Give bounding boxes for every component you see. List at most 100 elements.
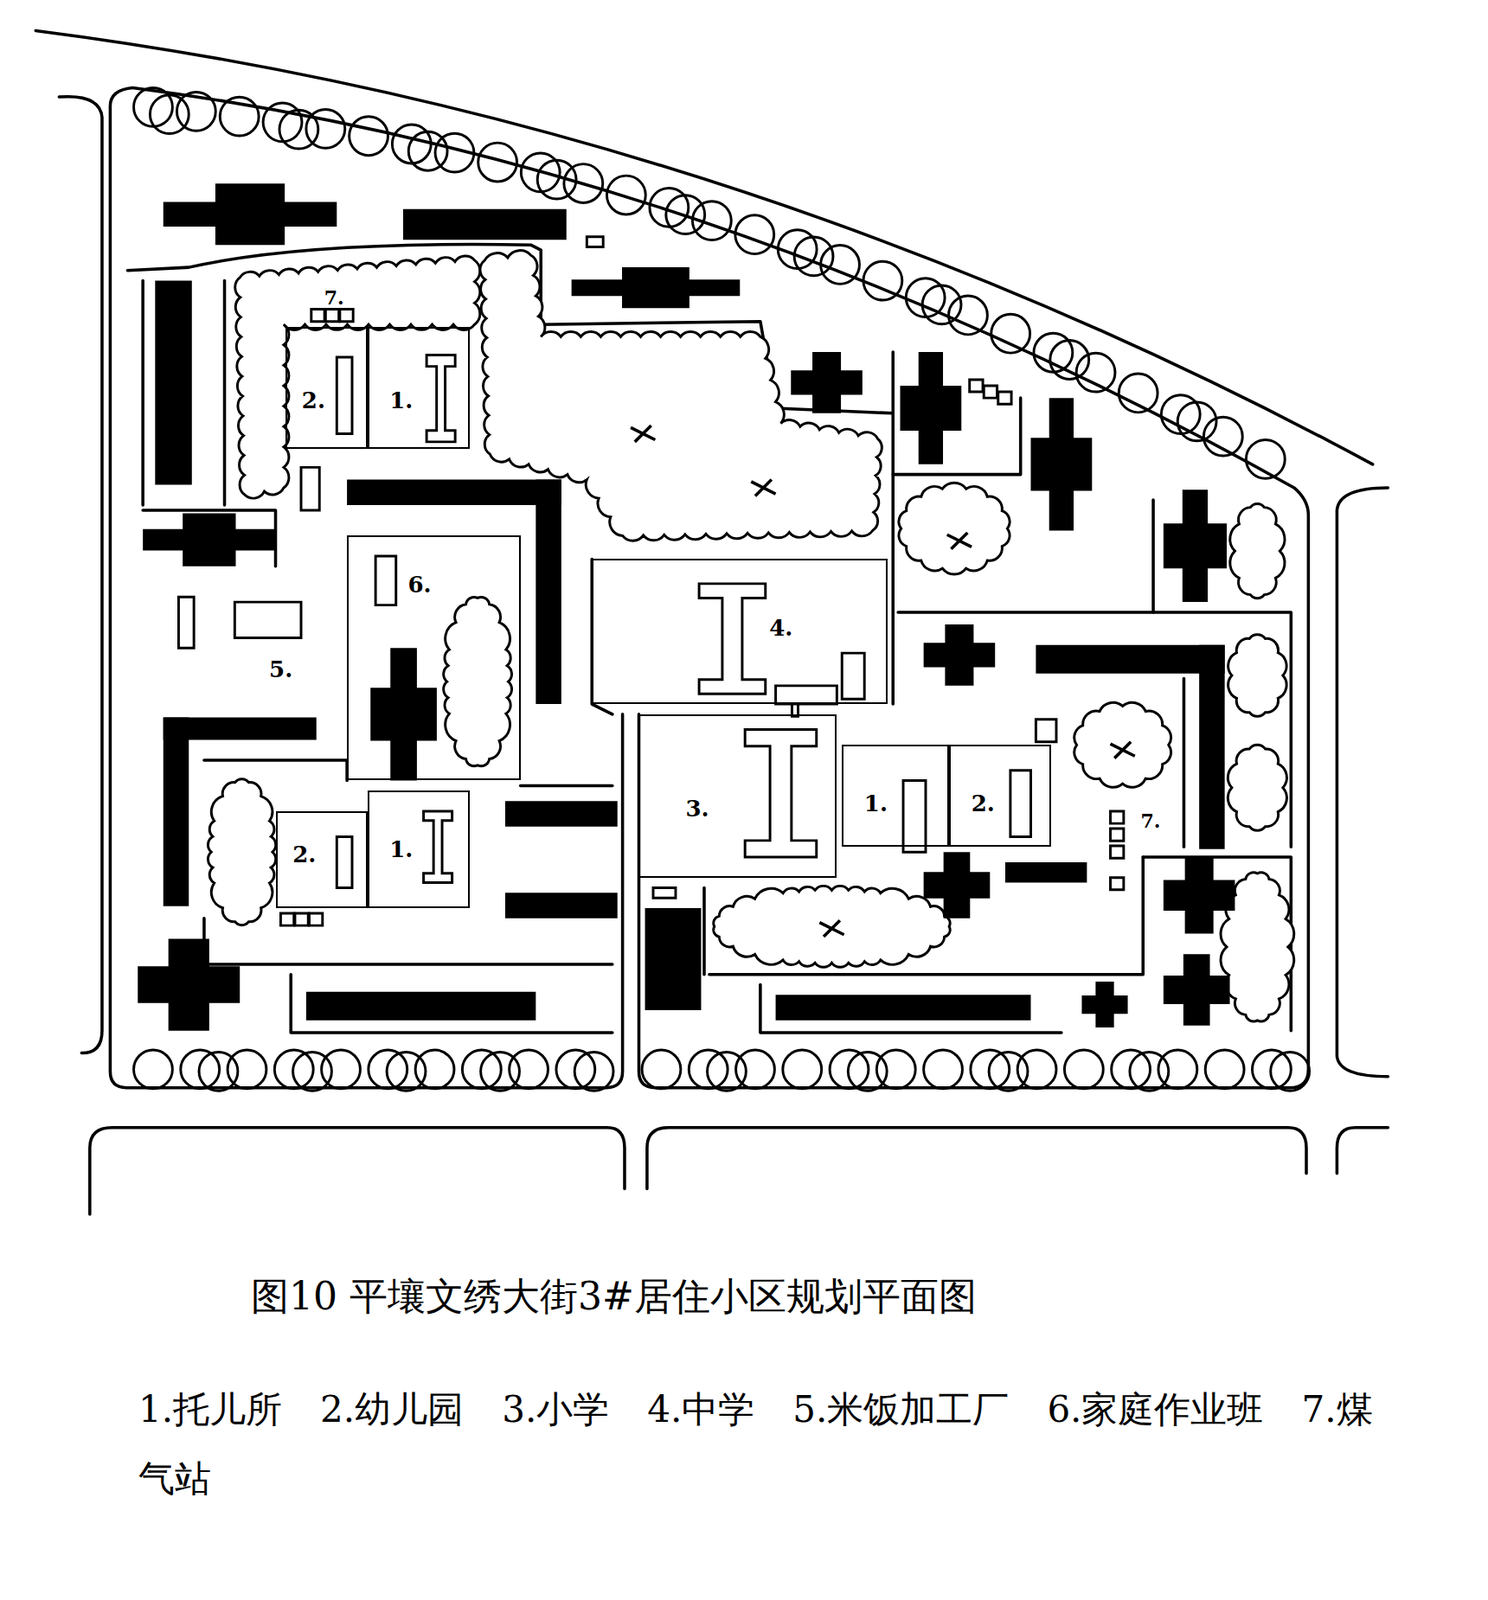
key-text: 1.托儿所2.幼儿园3.小学4.中学5.米饭加工厂6.家庭作业班7.煤气站 xyxy=(138,1375,1385,1514)
residential-building xyxy=(163,183,338,245)
street-tree xyxy=(1270,1051,1310,1091)
green-area xyxy=(1228,634,1287,718)
street-tree xyxy=(863,261,903,301)
facility-plot: 1. xyxy=(841,744,950,847)
key-entry: 5.米饭加工厂 xyxy=(792,1388,1009,1431)
facility-plot: 2. xyxy=(949,744,1052,847)
callout-number: 7. xyxy=(322,288,347,308)
inner-road xyxy=(891,352,895,705)
street-tree xyxy=(134,1050,174,1090)
street-tree xyxy=(176,91,216,131)
facility-building xyxy=(969,379,983,392)
inner-road xyxy=(702,887,706,975)
street-tree xyxy=(820,245,860,285)
street-tree xyxy=(262,102,302,142)
residential-building xyxy=(1163,489,1227,603)
inner-road xyxy=(204,918,613,965)
street-tree xyxy=(574,1051,614,1091)
facility-building xyxy=(1110,846,1124,859)
street-tree xyxy=(666,195,706,235)
inner-road xyxy=(1151,500,1155,613)
key-entry: 3.小学 xyxy=(501,1388,610,1431)
street-tree xyxy=(1160,395,1200,435)
facility-building xyxy=(1035,719,1057,743)
street-tree xyxy=(1203,416,1243,456)
street-tree xyxy=(736,1050,776,1090)
facility-building xyxy=(586,237,603,248)
facility-plot: 4. xyxy=(591,558,888,705)
inner-road xyxy=(142,280,225,506)
facility-plot: 3. xyxy=(637,714,837,879)
street-tree xyxy=(649,187,689,227)
street-tree xyxy=(321,1050,361,1090)
street-tree xyxy=(922,285,962,325)
facility-building xyxy=(983,385,997,398)
facility-building xyxy=(339,308,353,321)
facility-building xyxy=(301,467,320,511)
residential-building xyxy=(154,280,192,485)
inner-road xyxy=(290,974,613,1033)
inner-road xyxy=(897,612,1291,847)
street-tree xyxy=(219,96,259,136)
road-edge xyxy=(1336,1128,1388,1174)
road-edge xyxy=(58,96,103,1054)
residential-building xyxy=(163,717,189,906)
street-tree xyxy=(415,1050,455,1090)
facility-building xyxy=(1110,811,1124,824)
street-tree xyxy=(782,1050,822,1090)
green-area xyxy=(1227,744,1287,831)
callout-number: 4. xyxy=(769,616,793,640)
road-edge xyxy=(89,1128,625,1215)
green-area xyxy=(1074,702,1172,788)
inner-road xyxy=(1182,679,1187,848)
residential-building xyxy=(370,647,437,781)
tree-symbol xyxy=(1110,742,1136,759)
inner-road xyxy=(520,784,613,789)
residential-building xyxy=(1030,397,1092,531)
residential-building xyxy=(535,480,561,706)
street-tree xyxy=(349,116,389,156)
residential-building xyxy=(923,852,991,919)
facility-building xyxy=(295,913,308,926)
street-tree xyxy=(149,95,189,135)
facility-building xyxy=(744,730,817,858)
residential-building xyxy=(403,209,567,240)
callout-number: 2. xyxy=(292,843,316,866)
facility-building xyxy=(423,811,453,884)
key-entry: 1.托儿所 xyxy=(138,1388,283,1431)
callout-number: 1. xyxy=(389,389,413,412)
road-edge xyxy=(647,1128,1307,1190)
street-tree xyxy=(641,1050,681,1090)
residential-building xyxy=(790,352,863,414)
facility-building xyxy=(1110,828,1124,841)
facility-plot: 6. xyxy=(346,535,521,781)
residential-building xyxy=(1005,862,1087,884)
site-boundary xyxy=(132,87,1309,1088)
street-tree xyxy=(1017,1050,1057,1090)
facility-building xyxy=(311,308,325,321)
street-tree xyxy=(923,1050,963,1090)
tree-symbol xyxy=(947,532,972,550)
street-tree xyxy=(1050,340,1090,380)
facility-plot: 2. xyxy=(285,327,367,450)
callout-number: 1. xyxy=(864,792,888,815)
facility-building xyxy=(699,583,766,694)
residential-building xyxy=(505,801,618,827)
street-tree xyxy=(1245,440,1285,480)
road-edge xyxy=(1336,487,1388,1078)
street-tree xyxy=(1064,1050,1104,1090)
callout-number: 2. xyxy=(301,389,326,412)
facility-building xyxy=(336,836,353,888)
street-tree xyxy=(435,133,475,173)
residential-building xyxy=(1081,981,1128,1028)
green-area xyxy=(235,256,481,499)
street-tree xyxy=(905,278,945,318)
street-tree xyxy=(509,1050,549,1090)
street-tree xyxy=(949,295,988,335)
inner-road xyxy=(760,985,1062,1033)
callout-number: 3. xyxy=(685,797,709,821)
street-tree xyxy=(876,1050,916,1090)
street-tree xyxy=(794,237,834,276)
street-tree xyxy=(1076,352,1116,392)
